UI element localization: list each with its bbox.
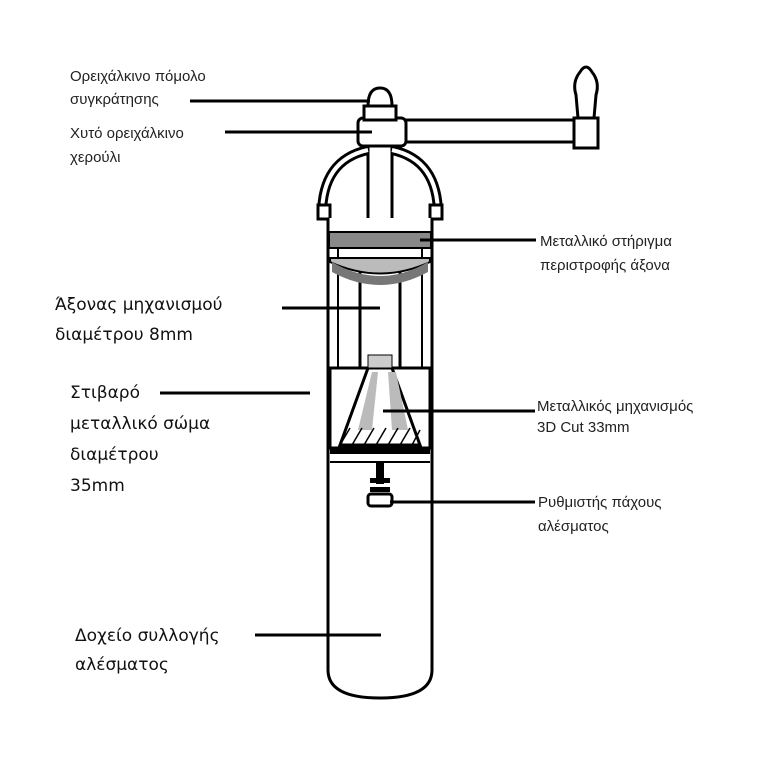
crank-wooden-knob (573, 65, 599, 120)
label-body: Στιβαρό μεταλλικό σώμα διαμέτρου 35mm (70, 383, 216, 496)
crank-elbow (572, 116, 600, 150)
shaft-support (328, 231, 432, 249)
label-adjuster: Ρυθμιστής πάχους αλέσματος (538, 494, 666, 535)
label-handle: Χυτό ορειχάλκινο χερούλι (70, 125, 188, 166)
top-knob (366, 86, 394, 108)
label-support: Μεταλλικό στήριγμα περιστροφής άξονα (540, 233, 676, 274)
label-container: Δοχείο συλλογής αλέσματος (75, 626, 225, 675)
label-knob: Ορειχάλκινο πόμολο συγκράτησης (70, 68, 210, 108)
dome-clip-left (316, 203, 332, 221)
grind-adjuster (366, 462, 394, 508)
leader-lines (160, 99, 536, 637)
label-burr: Μεταλλικός μηχανισμός 3D Cut 33mm (537, 398, 698, 436)
nut (362, 104, 398, 122)
label-shaft: Άξονας μηχανισμού διαμέτρου 8mm (55, 295, 228, 345)
dome-clip-right (428, 203, 444, 221)
grinder-illustration (316, 65, 600, 700)
body-tube (326, 218, 434, 700)
crank-arm (393, 118, 592, 144)
